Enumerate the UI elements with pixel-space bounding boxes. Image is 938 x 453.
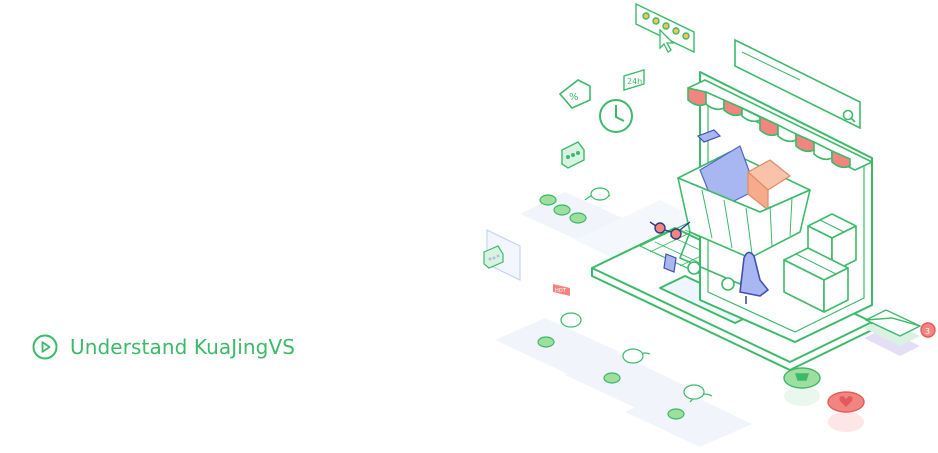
understand-kuajingvs-link[interactable]: Understand KuaJingVS <box>32 334 295 360</box>
rating-card <box>635 2 695 54</box>
svg-text:HOT: HOT <box>555 288 567 294</box>
search-bar <box>734 38 861 130</box>
cta-label: Understand KuaJingVS <box>70 335 296 359</box>
price-tag-icon <box>663 129 722 273</box>
svg-text:24h: 24h <box>627 77 642 86</box>
svg-text:3: 3 <box>925 327 930 336</box>
discount-tag: % <box>558 79 591 109</box>
badge-24h: 24h <box>623 69 645 91</box>
sunglasses-icon <box>649 221 691 240</box>
chat-card <box>483 229 521 281</box>
shopping-cart <box>677 145 811 291</box>
cart-coin-icon <box>783 367 821 406</box>
shop-awning <box>687 79 873 171</box>
chat-bubble-icon <box>561 141 585 169</box>
search-icon <box>842 109 856 123</box>
gift-boxes <box>783 213 857 313</box>
ecommerce-laptop-illustration: 24h % HOT <box>483 2 936 447</box>
mail-icon: 3 <box>864 309 936 356</box>
heart-coin-icon <box>827 391 865 432</box>
hot-badge: HOT <box>553 284 570 296</box>
svg-text:%: % <box>569 92 579 103</box>
high-heel-icon <box>739 251 769 304</box>
play-circle-icon <box>32 334 58 360</box>
coin-stacks <box>537 187 713 420</box>
clock-icon <box>599 99 633 133</box>
